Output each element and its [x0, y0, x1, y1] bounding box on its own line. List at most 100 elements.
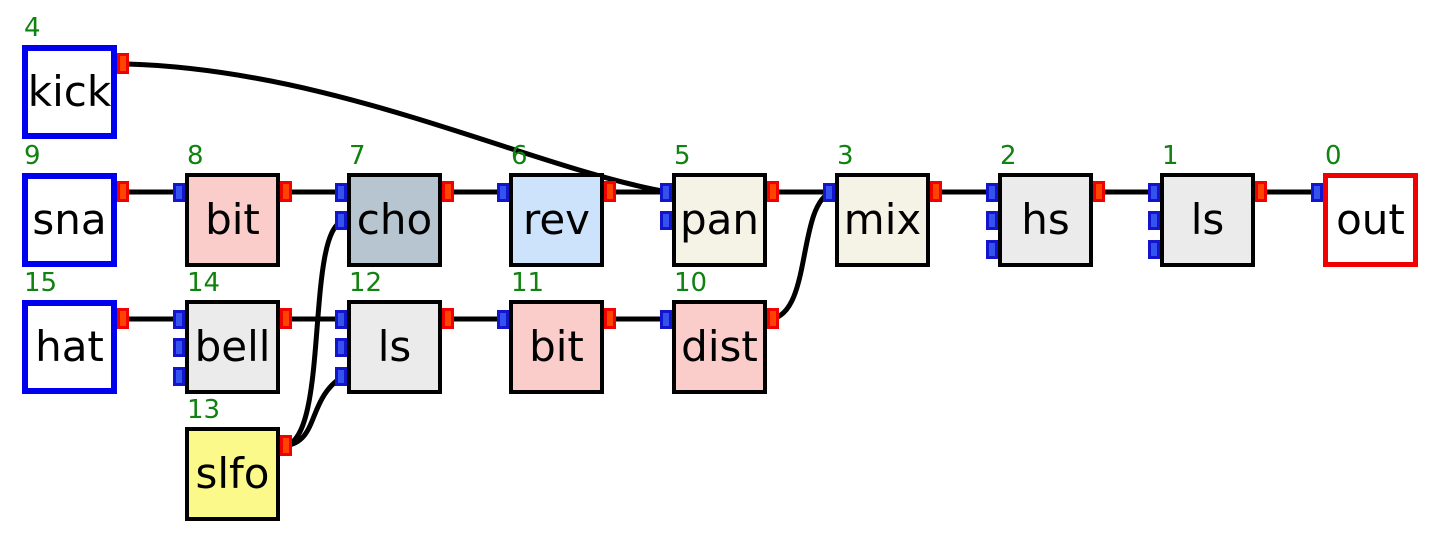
node-bell[interactable]: 14 bell: [173, 270, 292, 394]
output-port-bell[interactable]: [280, 308, 292, 329]
node-id-ls-12: 12: [349, 268, 383, 298]
input-port-2-ls-12[interactable]: [335, 338, 347, 357]
node-id-bell: 14: [187, 268, 221, 298]
node-box-hs[interactable]: hs: [998, 173, 1093, 267]
output-port-hat[interactable]: [117, 308, 129, 329]
input-port-1-out[interactable]: [1311, 183, 1323, 202]
node-label-sna: sna: [32, 195, 107, 244]
node-label-ls-12: ls: [377, 322, 412, 371]
node-label-hs: hs: [1021, 195, 1070, 244]
node-id-hat: 15: [24, 268, 58, 298]
output-port-mix[interactable]: [930, 181, 942, 202]
node-id-kick: 4: [24, 13, 41, 43]
node-id-hs: 2: [1000, 141, 1017, 171]
output-port-dist[interactable]: [767, 308, 779, 329]
output-port-hs[interactable]: [1093, 181, 1105, 202]
node-label-out: out: [1336, 195, 1405, 244]
node-box-out[interactable]: out: [1323, 173, 1418, 267]
output-port-kick[interactable]: [117, 53, 129, 74]
input-port-2-ls-1[interactable]: [1148, 211, 1160, 230]
input-port-3-bell[interactable]: [173, 367, 185, 386]
input-port-2-cho[interactable]: [335, 211, 347, 230]
node-hs[interactable]: 2 hs: [986, 143, 1105, 267]
node-label-bit-11: bit: [529, 322, 584, 371]
input-port-3-hs[interactable]: [986, 240, 998, 259]
input-port-1-ls-12[interactable]: [335, 310, 347, 329]
node-box-bell[interactable]: bell: [185, 300, 280, 394]
node-box-cho[interactable]: cho: [347, 173, 442, 267]
input-port-1-bit-11[interactable]: [497, 310, 509, 329]
wire-kick-to-pan[interactable]: [125, 61, 669, 195]
output-port-bit-11[interactable]: [604, 308, 616, 329]
node-label-ls-1: ls: [1190, 195, 1225, 244]
node-bit-11[interactable]: 11 bit: [497, 270, 616, 394]
output-port-pan[interactable]: [767, 181, 779, 202]
node-id-pan: 5: [674, 141, 691, 171]
output-port-rev[interactable]: [604, 181, 616, 202]
node-box-rev[interactable]: rev: [509, 173, 604, 267]
node-sna[interactable]: 9 sna: [22, 143, 129, 267]
wire-slfo-to-ls12[interactable]: [283, 373, 345, 449]
node-dist[interactable]: 10 dist: [660, 270, 779, 394]
node-bit-8[interactable]: 8 bit: [173, 143, 292, 267]
node-out[interactable]: 0 out: [1311, 143, 1418, 267]
node-box-sna[interactable]: sna: [22, 173, 117, 267]
input-port-1-mix[interactable]: [823, 183, 835, 202]
input-port-1-pan[interactable]: [660, 183, 672, 202]
node-box-pan[interactable]: pan: [672, 173, 767, 267]
node-label-slfo: slfo: [195, 449, 270, 498]
input-port-3-ls-12[interactable]: [335, 367, 347, 386]
output-port-sna[interactable]: [117, 181, 129, 202]
node-box-dist[interactable]: dist: [672, 300, 767, 394]
output-port-slfo[interactable]: [280, 435, 292, 456]
input-port-2-pan[interactable]: [660, 211, 672, 230]
node-label-pan: pan: [679, 195, 760, 244]
node-pan[interactable]: 5 pan: [660, 143, 779, 267]
node-label-dist: dist: [681, 322, 758, 371]
node-box-ls-1[interactable]: ls: [1160, 173, 1255, 267]
node-mix[interactable]: 3 mix: [823, 143, 942, 267]
node-label-rev: rev: [522, 195, 591, 244]
input-port-1-ls-1[interactable]: [1148, 183, 1160, 202]
input-port-1-rev[interactable]: [497, 183, 509, 202]
node-ls-12[interactable]: 12 ls: [335, 270, 454, 394]
wire-dist-to-mix[interactable]: [770, 189, 833, 322]
node-id-rev: 6: [511, 141, 528, 171]
node-box-slfo[interactable]: slfo: [185, 427, 280, 521]
input-port-1-bit-8[interactable]: [173, 183, 185, 202]
input-port-1-dist[interactable]: [660, 310, 672, 329]
input-port-2-bell[interactable]: [173, 338, 185, 357]
node-id-bit-8: 8: [187, 141, 204, 171]
output-port-bit-8[interactable]: [280, 181, 292, 202]
output-port-ls-1[interactable]: [1255, 181, 1267, 202]
node-box-hat[interactable]: hat: [22, 300, 117, 394]
node-box-ls-12[interactable]: ls: [347, 300, 442, 394]
output-port-ls-12[interactable]: [442, 308, 454, 329]
node-label-cho: cho: [356, 195, 433, 244]
node-id-sna: 9: [24, 141, 41, 171]
output-port-cho[interactable]: [442, 181, 454, 202]
input-port-1-bell[interactable]: [173, 310, 185, 329]
node-label-bell: bell: [194, 322, 271, 371]
input-port-1-hs[interactable]: [986, 183, 998, 202]
node-ls-1[interactable]: 1 ls: [1148, 143, 1267, 267]
node-box-mix[interactable]: mix: [835, 173, 930, 267]
node-cho[interactable]: 7 cho: [335, 143, 454, 267]
node-id-slfo: 13: [187, 395, 221, 425]
node-id-dist: 10: [674, 268, 708, 298]
node-box-bit-8[interactable]: bit: [185, 173, 280, 267]
node-box-kick[interactable]: kick: [22, 45, 117, 139]
node-id-mix: 3: [837, 141, 854, 171]
input-port-1-cho[interactable]: [335, 183, 347, 202]
node-hat[interactable]: 15 hat: [22, 270, 129, 394]
input-port-3-ls-1[interactable]: [1148, 240, 1160, 259]
node-kick[interactable]: 4 kick: [22, 15, 129, 139]
node-id-ls-1: 1: [1162, 141, 1179, 171]
node-id-bit-11: 11: [511, 268, 545, 298]
input-port-2-hs[interactable]: [986, 211, 998, 230]
node-box-bit-11[interactable]: bit: [509, 300, 604, 394]
node-rev[interactable]: 6 rev: [497, 143, 616, 267]
wire-slfo-to-cho[interactable]: [283, 218, 345, 449]
node-slfo[interactable]: 13 slfo: [185, 397, 292, 521]
